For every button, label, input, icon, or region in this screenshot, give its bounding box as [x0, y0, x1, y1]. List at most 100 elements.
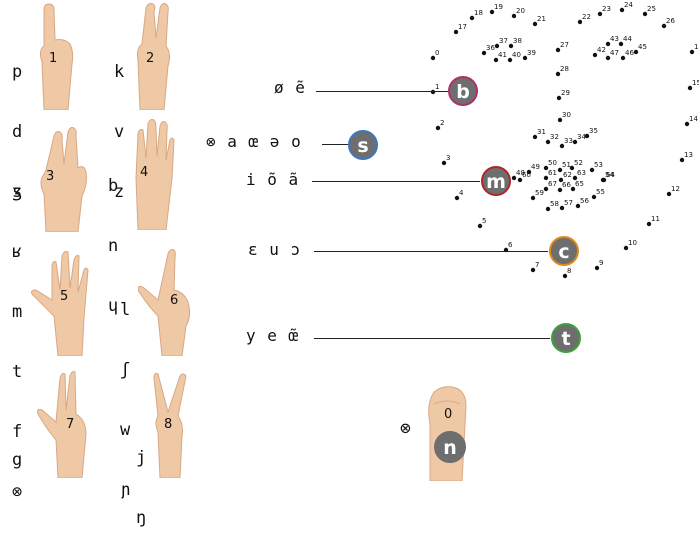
landmark-label: 15: [692, 79, 699, 87]
landmark-label: 25: [647, 5, 656, 13]
landmark-label: 34: [577, 133, 586, 141]
neutral-circle: n: [434, 431, 466, 463]
landmark-label: 4: [459, 189, 464, 197]
landmark-point: [646, 221, 652, 227]
landmark-point: [543, 165, 549, 171]
landmark-label: 24: [624, 1, 633, 9]
landmark-point: [545, 206, 551, 212]
landmark-point: [584, 133, 590, 139]
hand-image-1: 1: [39, 3, 74, 110]
handshape-number: 5: [60, 289, 68, 304]
landmark-label: 53: [594, 161, 603, 169]
landmark-label: 58: [550, 200, 559, 208]
landmark-point: [594, 265, 600, 271]
landmark-point: [511, 175, 517, 181]
position-s-vowels: ⊗ a œ ə o: [206, 132, 302, 151]
landmark-label: 40: [512, 51, 521, 59]
neutral-symbol: ⊗: [400, 418, 412, 439]
landmark-label: 55: [596, 188, 605, 196]
position-m-vowels: i õ ã: [246, 170, 300, 189]
landmark-point: [508, 43, 514, 49]
position-t-circle: t: [551, 323, 581, 353]
landmark-point: [620, 55, 626, 61]
letter: ʁ: [12, 242, 23, 262]
landmark-point: [619, 7, 625, 13]
letter: j: [136, 448, 147, 468]
landmark-point: [532, 134, 538, 140]
landmark-point: [559, 205, 565, 211]
landmark-point: [489, 9, 495, 15]
position-t-line: [314, 338, 550, 339]
landmark-point: [493, 57, 499, 63]
position-b-circle: b: [448, 76, 478, 106]
letter: p: [12, 62, 23, 82]
handshape-number: 8: [164, 417, 172, 432]
landmark-point: [530, 267, 536, 273]
landmark-point: [569, 165, 575, 171]
position-b-line: [316, 91, 448, 92]
landmark-label: 6: [508, 241, 513, 249]
letter: z: [114, 182, 125, 202]
landmark-label: 42: [597, 46, 606, 54]
letter: ŋ: [136, 508, 147, 528]
landmark-label: 30: [562, 111, 571, 119]
landmark-point: [517, 177, 523, 183]
face-landmarks: 0123456789101112131415161718192021222324…: [430, 1, 699, 279]
landmark-label: 12: [671, 185, 680, 193]
handshape-number: 4: [140, 165, 148, 180]
landmark-label: 65: [575, 180, 584, 188]
hand-image-5: 5: [31, 251, 89, 356]
landmark-label: 36: [486, 44, 495, 52]
letter: f: [12, 422, 23, 442]
landmark-label: 3: [446, 154, 450, 162]
landmark-point: [532, 21, 538, 27]
landmark-label: 49: [531, 163, 540, 171]
landmark-point: [591, 194, 597, 200]
landmark-label: 11: [651, 215, 660, 223]
handshape-number: 6: [170, 293, 178, 308]
position-b-vowels: ø ẽ: [274, 78, 306, 97]
position-s-circle: s: [348, 130, 378, 160]
letter: g: [12, 450, 23, 470]
neutral-number: 0: [444, 407, 452, 422]
landmark-point: [666, 191, 672, 197]
landmark-label: 63: [577, 169, 586, 177]
landmark-point: [557, 187, 563, 193]
landmark-point: [661, 23, 667, 29]
letter: t: [12, 362, 23, 382]
landmark-point: [577, 19, 583, 25]
landmark-label: 10: [628, 239, 637, 247]
hand-image-7: 7: [37, 371, 87, 478]
letter: ʃ: [120, 360, 131, 380]
landmark-label: 9: [599, 259, 603, 267]
hand-image-8: 8: [153, 373, 187, 478]
landmark-label: 26: [666, 17, 675, 25]
landmark-label: 41: [498, 51, 507, 59]
landmark-label: 54: [605, 171, 614, 179]
landmark-point: [454, 195, 460, 201]
landmark-label: 8: [567, 267, 571, 275]
landmark-point: [597, 11, 603, 17]
hand-image-6: 6: [138, 249, 191, 356]
landmark-point: [507, 57, 513, 63]
landmark-label: 16: [694, 43, 699, 51]
landmark-label: 13: [684, 151, 693, 159]
landmark-point: [562, 273, 568, 279]
handshape-4-letters: b n ɥ: [108, 136, 128, 336]
letter: k: [114, 62, 125, 82]
landmark-label: 18: [474, 9, 483, 17]
landmark-point: [689, 49, 695, 55]
handshape-7-letters: g: [12, 410, 32, 490]
letter: v: [114, 122, 125, 142]
letter: d: [12, 122, 23, 142]
landmark-point: [605, 41, 611, 47]
landmark-label: 52: [574, 159, 583, 167]
landmark-point: [430, 55, 436, 61]
letter: l: [120, 300, 131, 320]
landmark-label: 50: [548, 159, 557, 167]
landmark-point: [684, 121, 690, 127]
landmark-point: [477, 223, 483, 229]
letter: n: [108, 236, 119, 256]
landmark-point: [605, 55, 611, 61]
landmark-label: 48: [516, 169, 525, 177]
